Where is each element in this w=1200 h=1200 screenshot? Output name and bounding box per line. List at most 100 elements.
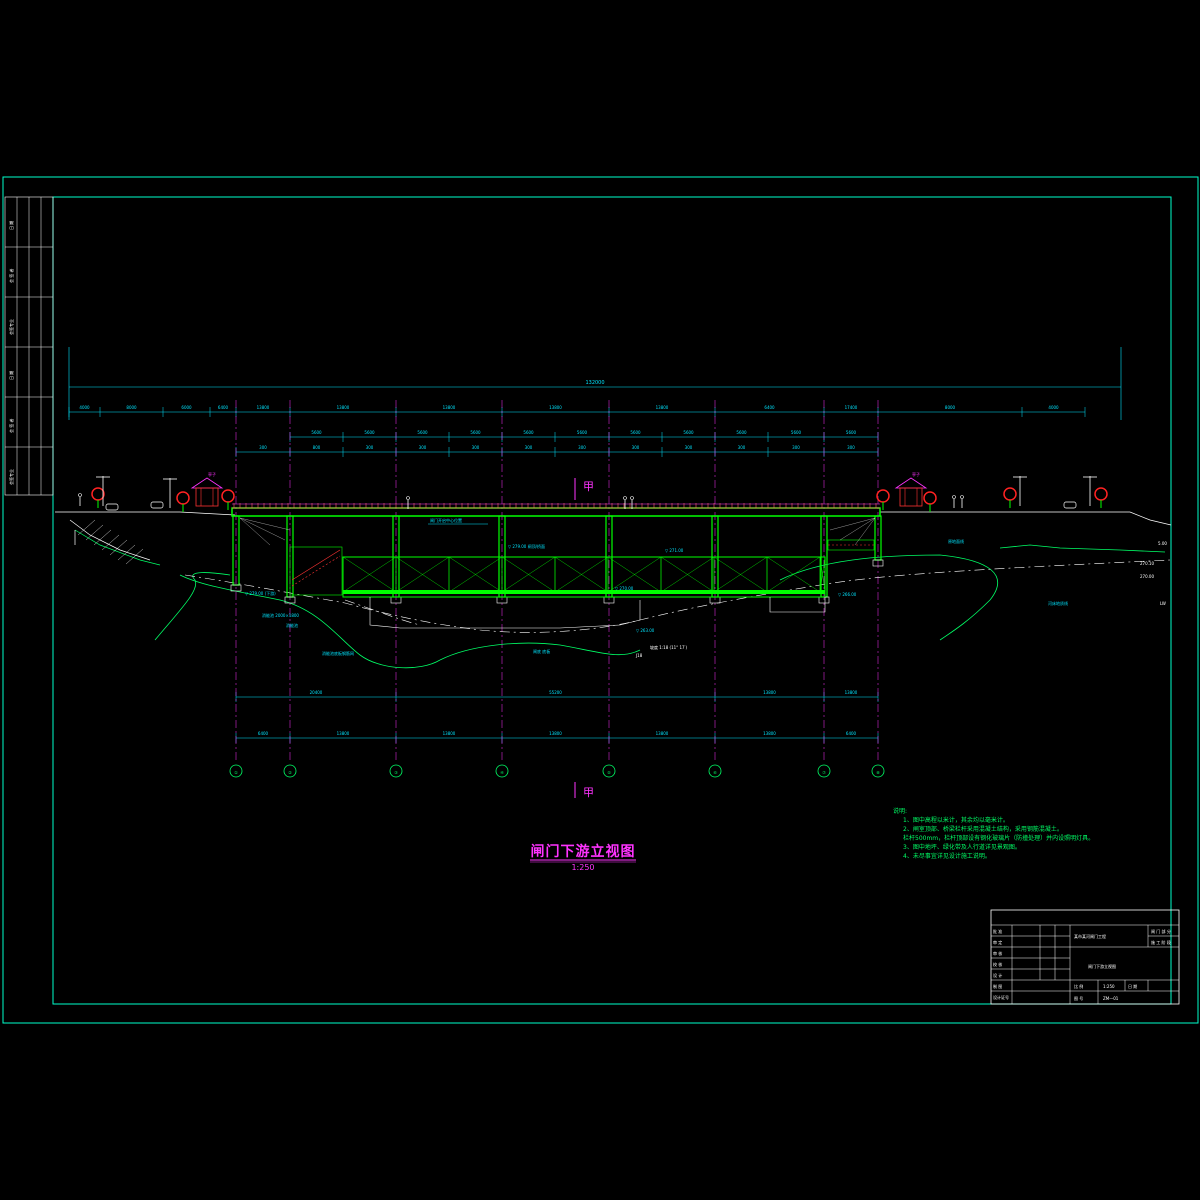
top-dimension-text: 4000 (79, 405, 90, 410)
tb-row: 审 核 (993, 950, 1002, 956)
bottom2-dimension-text: 13800 (549, 731, 562, 736)
gate-brace (713, 556, 768, 593)
gate-brace (766, 556, 821, 593)
gate-panels (342, 556, 826, 593)
tb-number-label: 图 号 (1074, 995, 1083, 1001)
second-dimension-text: 5600 (683, 430, 694, 435)
second-dimension-text: 5600 (417, 430, 428, 435)
gate-brace (501, 556, 556, 593)
second-dimension-text: 5600 (577, 430, 588, 435)
second-dimension-text: 5600 (523, 430, 534, 435)
car-icon (105, 503, 119, 511)
inner-frame (52, 196, 1172, 1005)
gate-label: 闸门开启中心位置 (430, 517, 462, 523)
note-left-2: 消能池 (286, 622, 298, 628)
tb-project: 某市某河闸门工程 (1074, 933, 1106, 939)
axis-bubble-label: ⑤ (607, 770, 611, 775)
right-elev-4: LW (1160, 601, 1166, 606)
third-dimension-text: 300 (366, 445, 374, 450)
tb-stage-2: 施 工 阶 段 (1151, 939, 1171, 945)
person-icon (406, 496, 410, 500)
bank-fan-lines (239, 517, 876, 546)
elev-3: ▽ 270.00 (615, 586, 634, 591)
person-icon (623, 496, 627, 500)
axis-bubble-label: ③ (394, 770, 398, 775)
drawing-title: 闸门下游立视图 (531, 843, 636, 860)
bridge-deck (231, 503, 881, 517)
right-elev-3: 270.00 (1140, 574, 1154, 579)
bottom-dimension-text: 13800 (763, 690, 776, 695)
drawing-title-group: 闸门下游立视图 1:250 (530, 843, 636, 872)
second-dimension-text: 5600 (470, 430, 481, 435)
pavilion-left: 亭子 (190, 471, 224, 507)
car-icon (1063, 501, 1077, 509)
elev-left: ▽ 279.00 (下游) (245, 590, 276, 596)
annotations: 闸门开启中心位置 ▽ 279.00 闸顶/桥面 ▽ 271.00 ▽ 270.0… (245, 517, 1167, 658)
tb-drawing-name: 闸门下游立视图 (1088, 963, 1116, 969)
title-block: 批 准 审 定 审 核 校 核 设 计 制 图 设计证号 某市某河闸门工程 闸 … (990, 909, 1180, 1005)
outer-frame (2, 176, 1199, 1024)
side-label: 会 签 者 (8, 268, 14, 283)
tb-stage-1: 闸 门 部 分 (1151, 928, 1171, 934)
pier-footing (872, 559, 884, 567)
note-j: J18 (635, 653, 643, 658)
axis-bubble-label: ⑧ (876, 770, 880, 775)
third-dimension-text: 300 (578, 445, 586, 450)
pavilion-right-label: 亭子 (912, 471, 920, 477)
tb-scale-value: 1:250 (1103, 984, 1115, 989)
elev-2: ▽ 271.00 (665, 548, 684, 553)
bottom2-dimension-text: 13800 (443, 731, 456, 736)
top-dimension-text: 6400 (764, 405, 775, 410)
gate-brace (342, 556, 397, 593)
top-dimension-text: 13800 (549, 405, 562, 410)
person-icon (952, 495, 956, 499)
pier-footing (230, 584, 242, 592)
tb-row: 制 图 (993, 983, 1002, 989)
drawing-scale: 1:250 (571, 863, 594, 872)
notes-block: 说明: 1、图中高程以米计，其余均以毫米计。 2、闸室顶部、桥梁栏杆采用混凝土结… (893, 807, 1094, 860)
gate-brace (395, 556, 450, 593)
gate-brace (819, 556, 826, 593)
right-stairs (827, 539, 875, 551)
axis-bubble-label: ① (234, 770, 238, 775)
top-dimension-text: 8000 (945, 405, 956, 410)
elev-4: ▽ 266.00 (838, 592, 857, 597)
third-dimension-text: 300 (632, 445, 640, 450)
elev-5: ▽ 263.00 (636, 628, 655, 633)
river-bed (154, 544, 1166, 669)
third-dimension-text: 300 (259, 445, 267, 450)
person-icon (78, 493, 82, 497)
person-icon (630, 496, 634, 500)
section-mark-bottom-text: 甲 (583, 786, 594, 799)
side-strip: 日 期 会 签 者 会签专业 日 期 会 签 者 会签专业 (4, 196, 54, 496)
tb-row: 设计证号 (993, 994, 1009, 1000)
gate-brace (660, 556, 715, 593)
note-center: 闸底 底板 (533, 648, 550, 654)
second-dimension-text: 5600 (736, 430, 747, 435)
section-mark-top: 甲 (574, 478, 594, 500)
top-dimension-text: 8000 (126, 405, 137, 410)
overall-dimension-text: 132000 (585, 380, 604, 386)
top-dimension-text: 13800 (443, 405, 456, 410)
tb-scale-label: 比 例 (1074, 983, 1083, 989)
pier-footing (284, 596, 296, 604)
bottom2-dimension-text: 6400 (846, 731, 857, 736)
side-label: 日 期 (8, 221, 14, 230)
side-label: 会签专业 (8, 469, 14, 485)
top-dimension-text: 6400 (218, 405, 229, 410)
axis-bubble-label: ② (288, 770, 292, 775)
bottom2-dimension-text: 13800 (337, 731, 350, 736)
note-left-3: 消能池底板钢筋网 (322, 650, 354, 656)
gate-brace (554, 556, 609, 593)
second-dimension-text: 5600 (846, 430, 857, 435)
pavilion-right: 亭子 (894, 471, 928, 507)
top-dimension-text: 17400 (845, 405, 858, 410)
section-mark-bottom: 甲 (574, 782, 594, 799)
notes-item: 栏杆500mm，栏杆顶部设有钢化玻璃片（防撞处理）并内设照明灯具。 (903, 834, 1094, 842)
side-label: 会 签 者 (8, 418, 14, 433)
tb-number-value: ZM—01 (1103, 996, 1119, 1001)
notes-item: 2、闸室顶部、桥梁栏杆采用混凝土结构，采用钢筋混凝土。 (903, 825, 1063, 833)
gate-foundation (369, 597, 826, 629)
